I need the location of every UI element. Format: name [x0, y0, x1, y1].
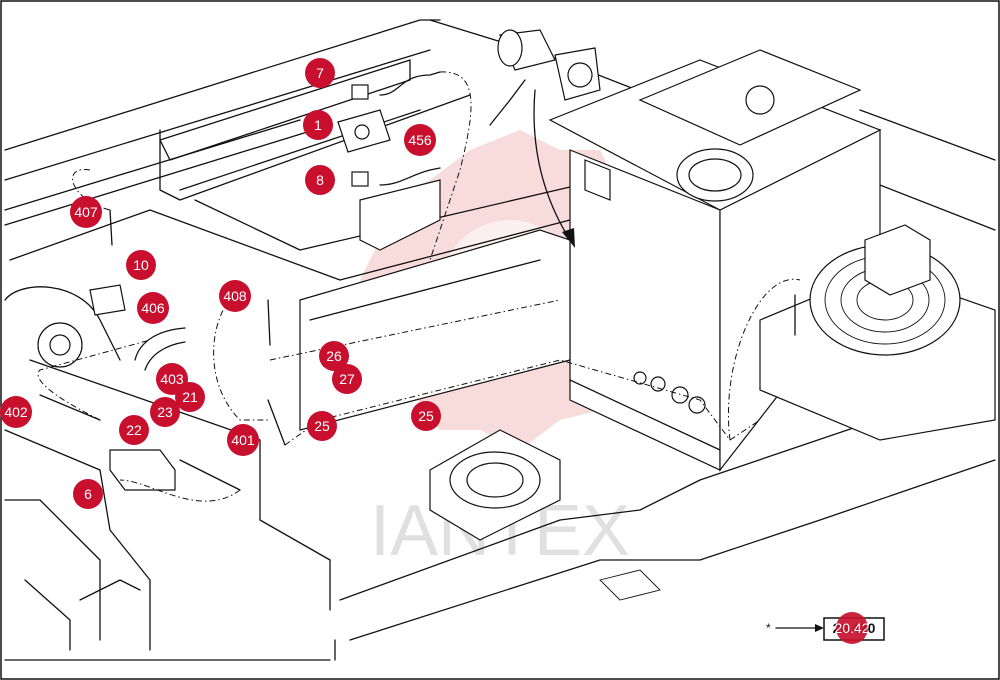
svg-text:408: 408	[223, 288, 247, 304]
svg-text:8: 8	[316, 172, 324, 188]
callout-8[interactable]: 8	[305, 165, 335, 195]
svg-text:26: 26	[326, 348, 342, 364]
callout-27[interactable]: 27	[332, 364, 362, 394]
callout-1[interactable]: 1	[303, 110, 333, 140]
svg-text:406: 406	[141, 300, 165, 316]
svg-text:401: 401	[231, 432, 255, 448]
callout-406[interactable]: 406	[137, 292, 169, 324]
callout-10[interactable]: 10	[126, 250, 156, 280]
callout-7[interactable]: 7	[305, 58, 335, 88]
svg-text:7: 7	[316, 65, 324, 81]
callout-407[interactable]: 407	[70, 196, 102, 228]
callout-26[interactable]: 26	[319, 341, 349, 371]
svg-text:1: 1	[314, 117, 322, 133]
turntable-ring	[429, 429, 561, 541]
callout-403[interactable]: 403	[156, 363, 188, 395]
svg-text:*: *	[766, 621, 771, 635]
flow-arrowhead	[562, 228, 575, 248]
callout-401[interactable]: 401	[227, 424, 259, 456]
svg-text:27: 27	[339, 371, 355, 387]
svg-text:456: 456	[408, 132, 432, 148]
callout-456[interactable]: 456	[404, 124, 436, 156]
flow-arrow	[533, 89, 571, 241]
cooler-fan	[759, 224, 996, 441]
callout-23[interactable]: 23	[150, 397, 180, 427]
callout-25-right[interactable]: 25	[411, 401, 441, 431]
cross-member	[299, 179, 571, 431]
suction-filter	[489, 29, 601, 126]
svg-text:25: 25	[418, 408, 434, 424]
svg-text:402: 402	[4, 404, 28, 420]
svg-text:22: 22	[126, 422, 142, 438]
hydraulic-tank	[548, 49, 882, 472]
svg-text:25: 25	[314, 418, 330, 434]
callout-25-left[interactable]: 25	[307, 411, 337, 441]
svg-text:403: 403	[160, 371, 184, 387]
reference-link[interactable]: * 20.420 20.42	[766, 612, 885, 644]
hose-lines	[39, 209, 796, 491]
callout-402[interactable]: 402	[0, 396, 32, 428]
svg-text:20.42: 20.42	[834, 620, 869, 636]
svg-text:6: 6	[84, 486, 92, 502]
callout-22[interactable]: 22	[119, 415, 149, 445]
callout-408[interactable]: 408	[219, 280, 251, 312]
svg-text:23: 23	[157, 404, 173, 420]
svg-text:21: 21	[182, 389, 198, 405]
pump-assembly	[337, 71, 441, 187]
callout-6[interactable]: 6	[73, 479, 103, 509]
svg-text:407: 407	[74, 204, 98, 220]
svg-text:10: 10	[133, 257, 149, 273]
